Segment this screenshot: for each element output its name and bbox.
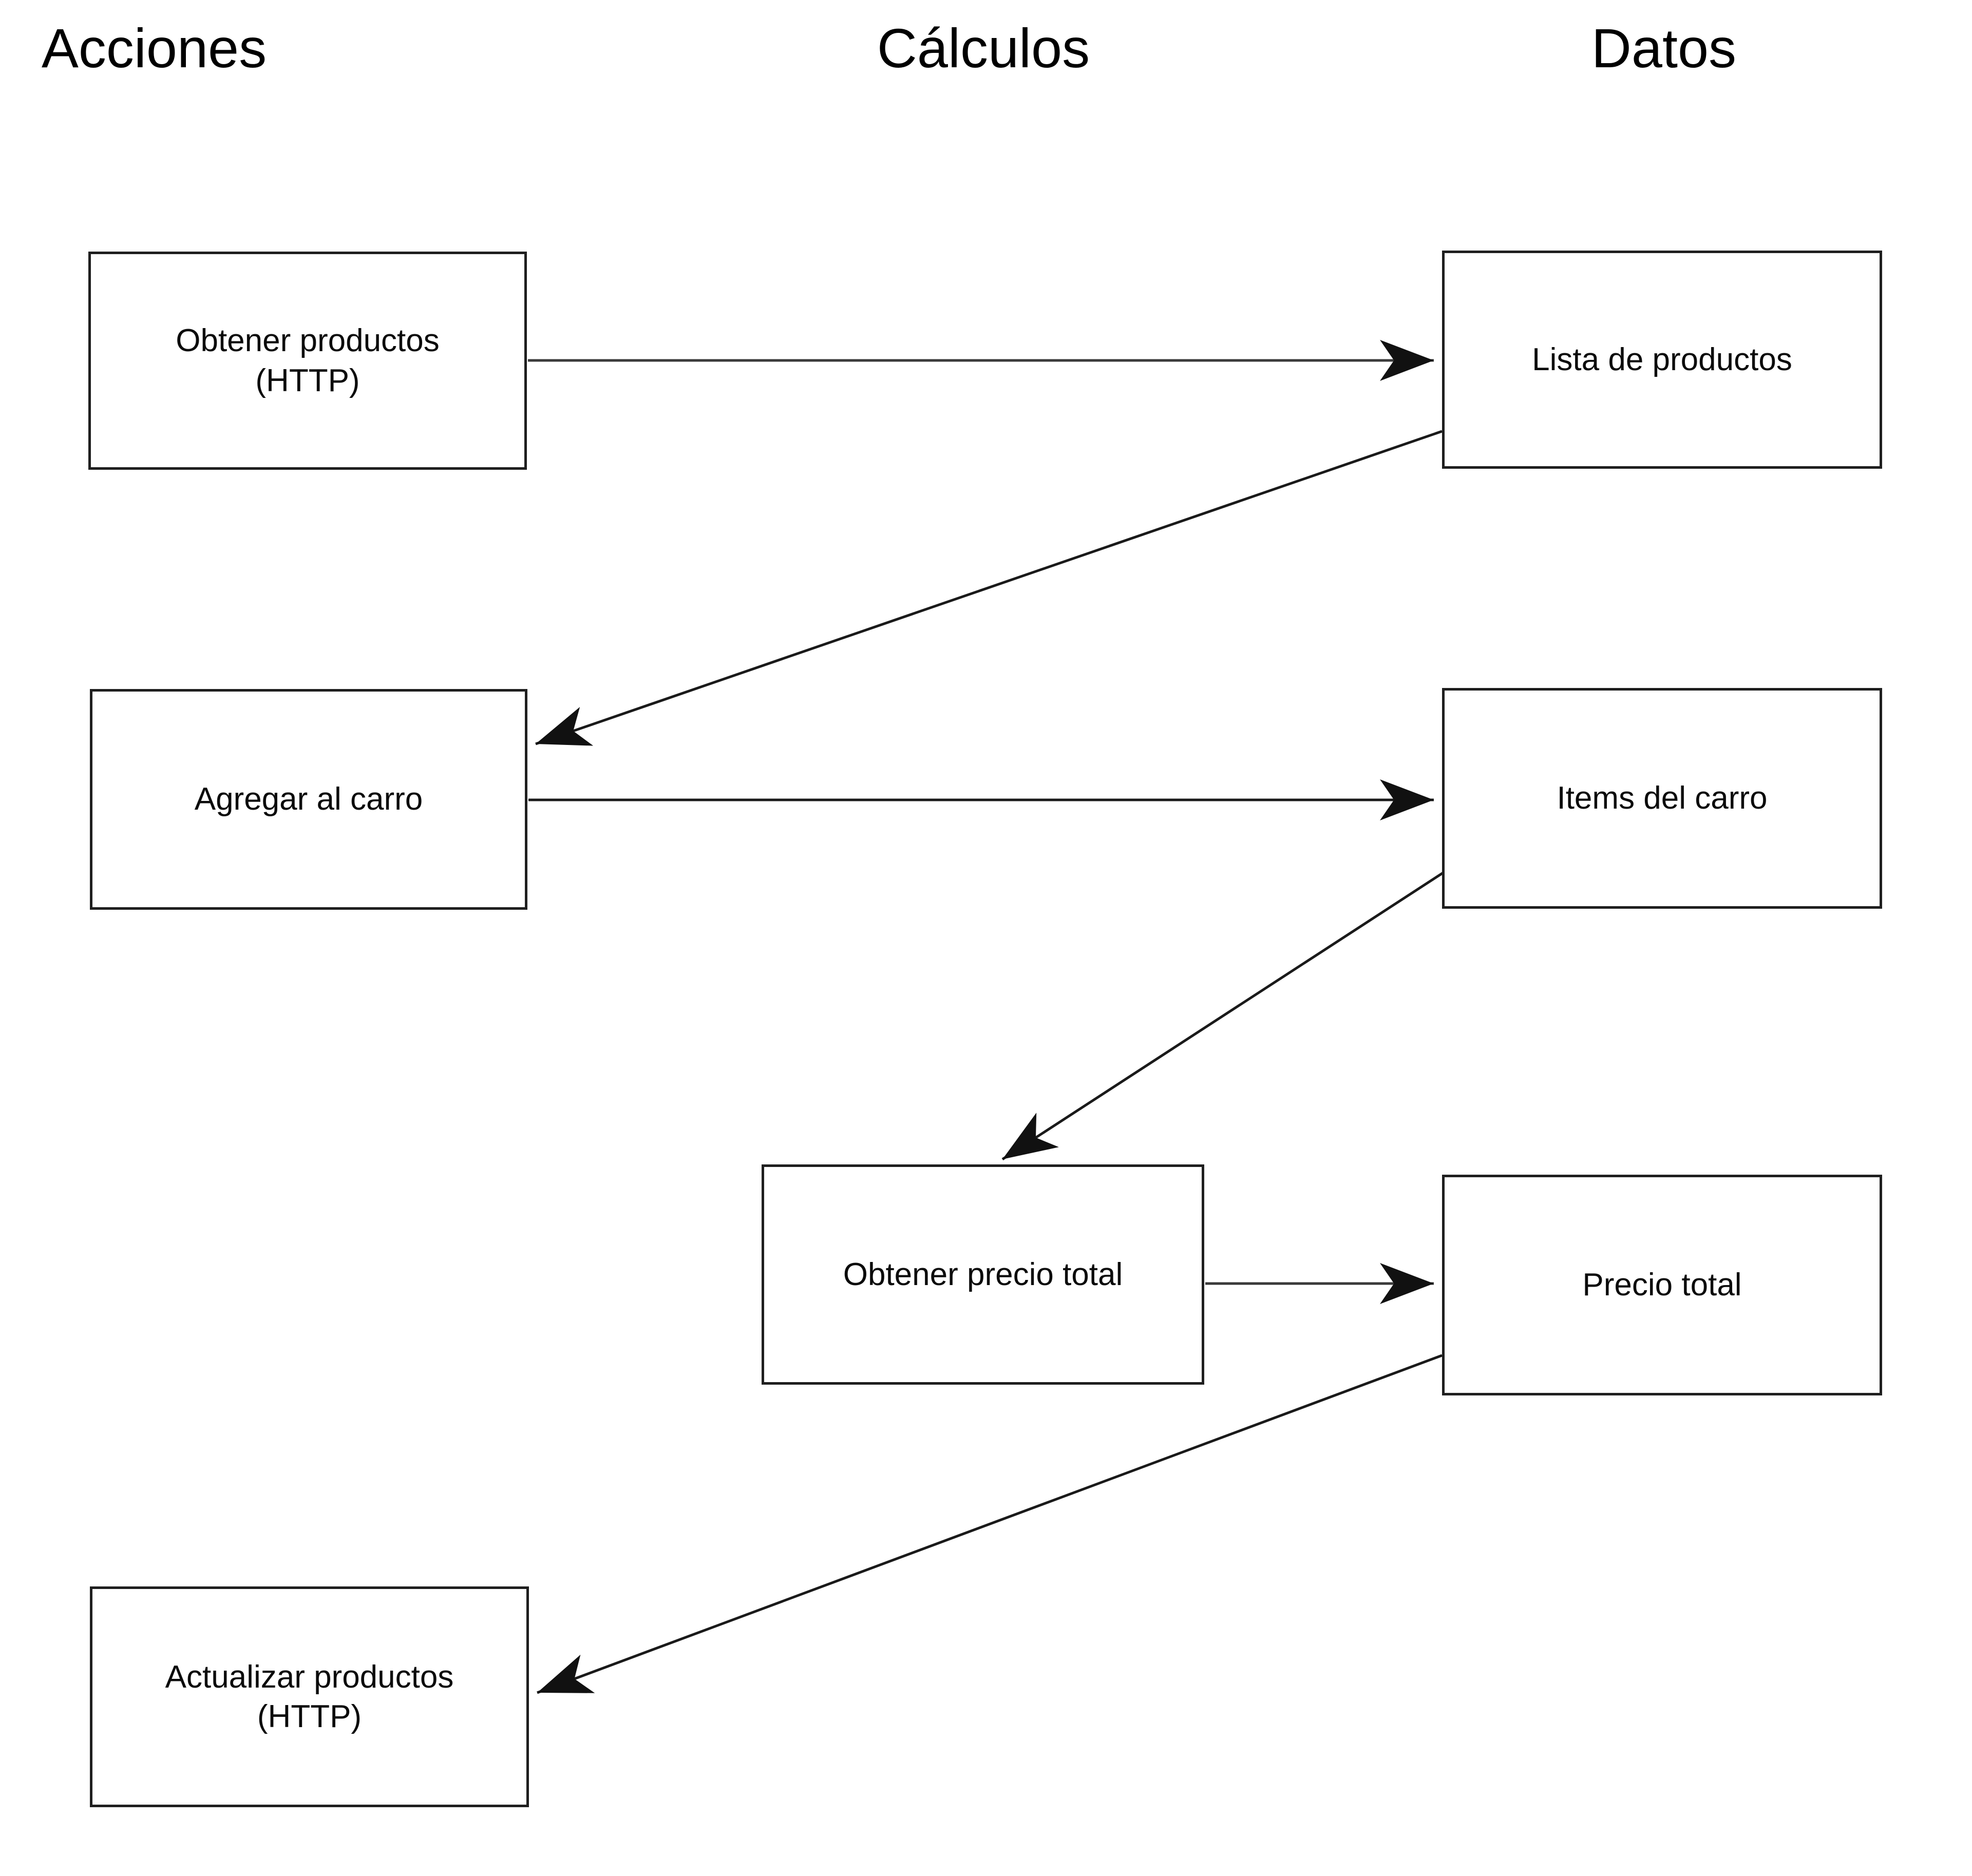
- node-label-lista-de-productos: Lista de productos: [1532, 341, 1792, 377]
- edge-items-to-obtener-precio: [1001, 871, 1444, 1161]
- node-label-obtener-productos: Obtener productos (HTTP): [176, 323, 440, 398]
- node-label-items-del-carro: Items del carro: [1557, 780, 1768, 816]
- node-obtener-productos[interactable]: Obtener productos (HTTP): [88, 252, 527, 470]
- node-actualizar-productos[interactable]: Actualizar productos (HTTP): [90, 1586, 529, 1807]
- node-label-agregar-al-carro: Agregar al carro: [194, 781, 423, 817]
- node-agregar-al-carro[interactable]: Agregar al carro: [90, 689, 527, 910]
- edge-precio-total-to-actualizar: [537, 1354, 1443, 1694]
- node-obtener-precio-total[interactable]: Obtener precio total: [762, 1164, 1204, 1385]
- column-header-calculos: Cálculos: [877, 17, 1090, 79]
- node-label-precio-total: Precio total: [1582, 1267, 1742, 1303]
- node-label-obtener-precio-total: Obtener precio total: [843, 1256, 1123, 1292]
- node-precio-total[interactable]: Precio total: [1442, 1175, 1882, 1395]
- edge-lista-to-agregar: [535, 430, 1443, 746]
- node-lista-de-productos[interactable]: Lista de productos: [1442, 251, 1882, 469]
- node-items-del-carro[interactable]: Items del carro: [1442, 688, 1882, 909]
- node-label-actualizar-productos: Actualizar productos (HTTP): [165, 1659, 454, 1735]
- column-header-datos: Datos: [1591, 17, 1737, 79]
- column-header-acciones: Acciones: [41, 17, 267, 79]
